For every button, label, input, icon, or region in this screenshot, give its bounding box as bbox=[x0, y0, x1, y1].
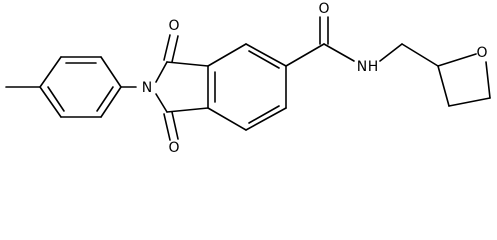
thf-ring-bond bbox=[437, 53, 477, 67]
tolyl-ring-bond bbox=[100, 86, 122, 118]
thf-ring-bond bbox=[485, 61, 491, 99]
tolyl-ring-inner-bond bbox=[96, 86, 114, 112]
benzene-ring-bond bbox=[245, 43, 287, 67]
oxygen-atom-label: O bbox=[318, 1, 329, 17]
ch2-thf-bond bbox=[401, 43, 439, 67]
nitrogen-atom-label: N bbox=[142, 80, 152, 96]
benzene-ring-inner-bond bbox=[248, 50, 280, 69]
imide-ring-bond bbox=[166, 61, 209, 67]
oxygen-atom-label: O bbox=[168, 140, 179, 156]
atom-labels: O O N O N H O bbox=[142, 1, 488, 156]
ring-carbonyl-bond bbox=[285, 43, 325, 67]
tolyl-ring-inner-bond bbox=[47, 86, 65, 112]
tolyl-ring-bond bbox=[100, 56, 122, 88]
carbonyl-bond-top bbox=[163, 34, 171, 61]
benzene-ring-inner-bond bbox=[248, 105, 280, 124]
thf-ring-bond bbox=[448, 97, 491, 107]
nitrogen-atom-label: N bbox=[357, 59, 367, 75]
tolyl-ring-bond bbox=[39, 86, 62, 118]
fused-benzene-ring bbox=[207, 43, 287, 131]
imide-ring-bond bbox=[155, 93, 168, 113]
benzene-ring-bond bbox=[207, 107, 247, 131]
thf-ring-bond bbox=[437, 65, 450, 107]
n-ch2-bond bbox=[379, 43, 403, 62]
imide-ring bbox=[155, 34, 209, 141]
carbonyl-bond-top bbox=[171, 35, 179, 63]
carbonyl-bond-bottom bbox=[171, 111, 179, 140]
benzene-ring-bond bbox=[245, 107, 287, 131]
tetrahydrofuran-ring bbox=[437, 53, 491, 107]
tolyl-group bbox=[5, 56, 137, 118]
carbonyl-bond-bottom bbox=[163, 113, 171, 141]
oxygen-atom-label: O bbox=[476, 45, 487, 61]
benzene-ring-bond bbox=[207, 43, 247, 67]
amide-cn-bond bbox=[323, 43, 355, 62]
tolyl-ring-bond bbox=[39, 56, 62, 88]
hydrogen-atom-label: H bbox=[368, 59, 379, 75]
imide-ring-bond bbox=[155, 61, 168, 83]
oxygen-atom-label: O bbox=[168, 18, 179, 34]
molecule-structure-diagram: O O N O N H O bbox=[5, 1, 491, 156]
imide-ring-bond bbox=[166, 107, 209, 113]
amide-group bbox=[285, 16, 439, 67]
